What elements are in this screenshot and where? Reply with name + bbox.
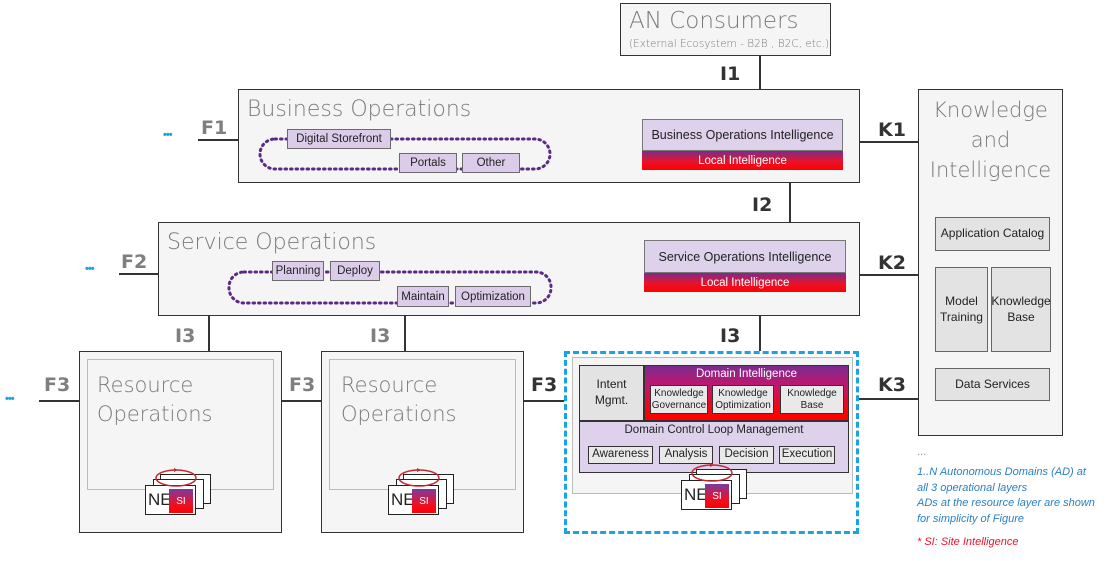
notes-text: 1..N Autonomous Domains (AD) at all 3 op…: [917, 465, 1117, 527]
ne-card-front: NE SI: [388, 485, 439, 515]
ne-stack-2: NE SI: [388, 467, 458, 517]
f3-label-right: F3: [531, 374, 558, 396]
chip-other[interactable]: Other: [462, 153, 520, 173]
knowledge-governance: Knowledge Governance: [650, 385, 708, 414]
i3-label-2: I3: [370, 325, 391, 347]
k2-line: [860, 274, 918, 276]
f3-line-mid: [282, 400, 321, 402]
resource-operations-box-1: Resource Operations NE SI: [79, 351, 282, 533]
i3-label-1: I3: [175, 325, 196, 347]
si-badge: SI: [412, 489, 436, 513]
control-awareness: Awareness: [588, 446, 653, 464]
data-services: Data Services: [935, 368, 1050, 401]
i1-label: I1: [720, 63, 741, 85]
knowledge-optimization: Knowledge Optimization: [712, 385, 774, 414]
ne-stack-1: NE SI: [145, 467, 215, 517]
chip-maintain[interactable]: Maintain: [397, 286, 449, 307]
control-loop-icon: [398, 468, 440, 487]
control-loop-icon: [155, 468, 197, 487]
resource-title-line2: Operations: [341, 402, 457, 426]
k2-label: K2: [878, 252, 906, 274]
i2-line: [789, 183, 791, 222]
f1-line: [198, 139, 238, 141]
f1-label: F1: [201, 117, 228, 139]
note-line-1: 1..N Autonomous Domains (AD) at: [917, 466, 1086, 478]
model-training: Model Training: [935, 267, 988, 352]
business-operations-box: Business Operations Digital Storefront P…: [238, 89, 860, 183]
service-operations-intelligence: Service Operations Intelligence: [644, 240, 846, 273]
domain-control-loop: Domain Control Loop Management Awareness…: [579, 421, 849, 473]
control-decision: Decision: [719, 446, 774, 464]
si-badge: SI: [705, 484, 729, 508]
f3-label-mid: F3: [289, 374, 316, 396]
domain-intelligence: Domain Intelligence Knowledge Governance…: [644, 365, 849, 421]
note-line-2: all 3 operational layers: [917, 481, 1028, 494]
ne-label: NE: [148, 490, 172, 509]
resource-title-line1: Resource: [341, 373, 438, 397]
resource-inner-2: Resource Operations: [329, 359, 516, 490]
service-operations-box: Service Operations Planning Deploy Maint…: [158, 222, 860, 316]
i2-label: I2: [752, 194, 773, 216]
i3-line-2: [404, 316, 406, 351]
ne-stack-3: NE SI: [681, 462, 751, 512]
knowledge-intelligence-title: Knowledge and Intelligence: [929, 98, 1052, 182]
notes-ellipsis: ...: [917, 446, 927, 458]
f3-ellipsis-icon: •••: [5, 393, 15, 405]
chip-portals[interactable]: Portals: [399, 153, 457, 173]
resource-operations-box-2: Resource Operations NE SI: [321, 351, 524, 533]
i3-line-3: [759, 316, 761, 351]
autonomous-domain-box: Intent Mgmt. Domain Intelligence Knowled…: [564, 351, 859, 534]
application-catalog: Application Catalog: [935, 217, 1050, 251]
resource-inner-1: Resource Operations: [87, 359, 274, 490]
chip-digital-storefront[interactable]: Digital Storefront: [287, 129, 391, 149]
chip-deploy[interactable]: Deploy: [330, 261, 380, 281]
resource-title-2: Resource Operations: [341, 371, 456, 429]
business-operations-title: Business Operations: [247, 97, 472, 122]
k1-label: K1: [878, 119, 906, 141]
knowledge-intelligence-box: Knowledge and Intelligence Application C…: [918, 89, 1063, 436]
domain-intelligence-title: Domain Intelligence: [695, 368, 797, 380]
service-operations-title: Service Operations: [167, 230, 377, 255]
an-consumers-subtitle: (External Ecosystem - B2B , B2C, etc.): [629, 38, 830, 50]
ne-card-front: NE SI: [145, 485, 196, 515]
an-consumers-title: AN Consumers: [629, 8, 799, 34]
service-local-intelligence: Local Intelligence: [644, 273, 846, 292]
f3-label-left: F3: [44, 374, 71, 396]
intent-mgmt: Intent Mgmt.: [579, 365, 644, 421]
i1-line: [759, 56, 761, 89]
business-local-intelligence: Local Intelligence: [642, 151, 843, 170]
k1-line: [860, 141, 918, 143]
ne-label: NE: [391, 490, 415, 509]
f3-line-right: [524, 400, 564, 402]
k3-label: K3: [878, 374, 906, 396]
chip-planning[interactable]: Planning: [272, 261, 324, 281]
resource-title-line2: Operations: [97, 402, 213, 426]
f2-line: [119, 273, 158, 275]
control-analysis: Analysis: [659, 446, 713, 464]
si-badge: SI: [169, 489, 193, 513]
domain-control-title: Domain Control Loop Management: [624, 424, 804, 436]
service-loop: [227, 270, 553, 305]
i3-label-3: I3: [720, 325, 741, 347]
resource-title-1: Resource Operations: [97, 371, 212, 429]
note-line-3: ADs at the resource layer are shown: [917, 497, 1095, 509]
knowledge-base: Knowledge Base: [991, 267, 1051, 352]
ne-label: NE: [684, 485, 708, 504]
resource-title-line1: Resource: [97, 373, 194, 397]
business-operations-intelligence: Business Operations Intelligence: [642, 119, 843, 151]
f2-label: F2: [121, 251, 148, 273]
knowledge-base-domain: Knowledge Base: [780, 385, 844, 414]
f1-ellipsis-icon: •••: [163, 129, 173, 141]
si-footnote: * SI: Site Intelligence: [917, 536, 1019, 548]
ne-card-front: NE SI: [681, 480, 732, 510]
note-line-4: for simplicity of Figure: [917, 512, 1024, 525]
chip-optimization[interactable]: Optimization: [455, 286, 531, 307]
i3-line-1: [208, 316, 210, 351]
control-loop-icon: [691, 463, 733, 482]
f2-ellipsis-icon: •••: [85, 263, 95, 275]
f3-line-left: [39, 400, 79, 402]
an-consumers-box: AN Consumers (External Ecosystem - B2B ,…: [620, 3, 831, 56]
k3-line: [859, 398, 918, 400]
control-execution: Execution: [779, 446, 835, 464]
